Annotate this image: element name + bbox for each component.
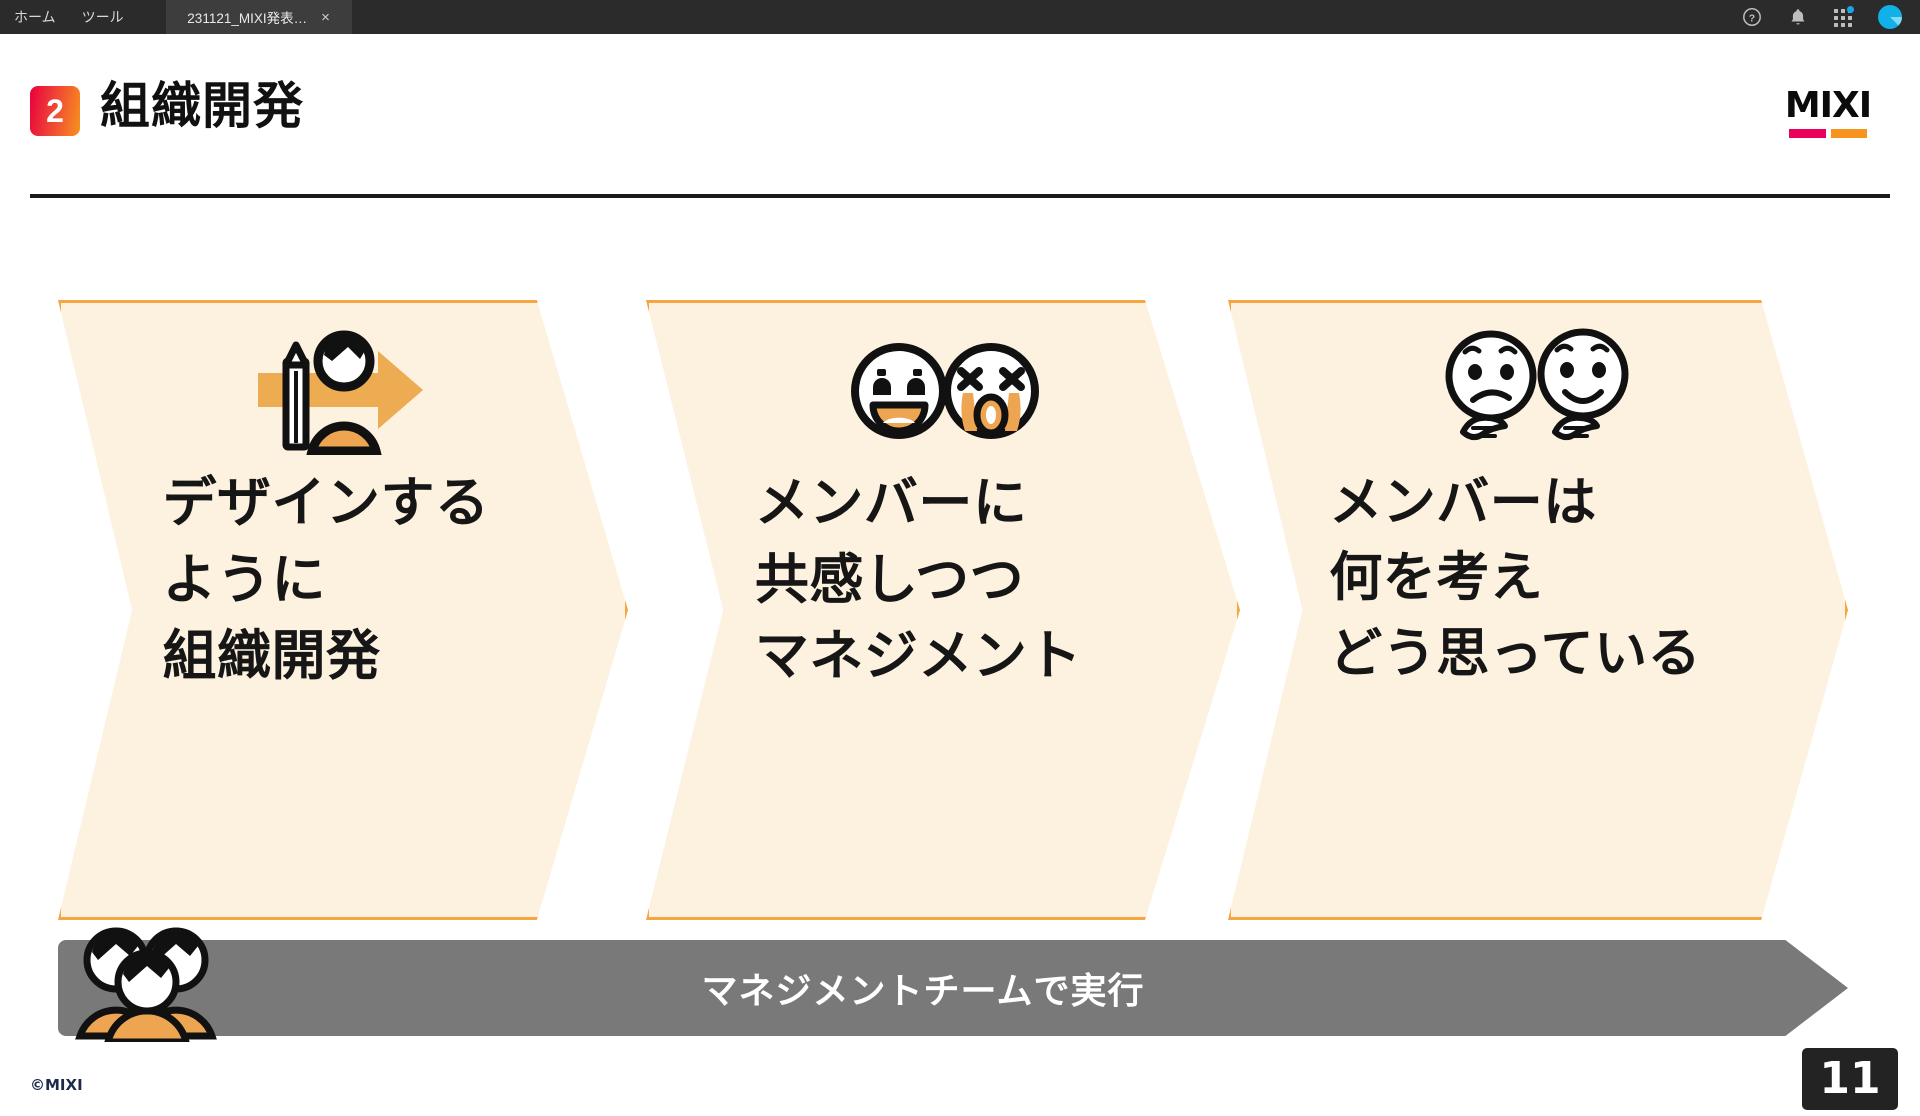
process-step-1: デザインする ように 組織開発 (58, 300, 628, 920)
slide-canvas: 2 組織開発 MIXI (0, 34, 1920, 1116)
footer-action-bar-text: マネジメントチームで実行 (701, 970, 1145, 1011)
help-circle-icon[interactable]: ? (1742, 7, 1762, 27)
step-3-line-3: どう思っている (1329, 623, 1702, 683)
close-icon[interactable]: × (321, 8, 330, 26)
step-1-line-1: デザインする (162, 473, 490, 533)
slide-header: 2 組織開発 MIXI (30, 70, 1890, 174)
section-number-badge: 2 (30, 86, 80, 136)
bell-icon[interactable] (1788, 7, 1808, 28)
copyright-text: ©MIXI (30, 1076, 83, 1094)
mixi-bar-orange (1830, 129, 1867, 138)
mixi-wordmark: MIXI (1784, 85, 1872, 126)
app-titlebar: ホーム ツール 231121_MIXI発表… × ? (0, 0, 1920, 34)
document-tab-label: 231121_MIXI発表… (187, 11, 308, 26)
process-step-2-text: メンバーに 共感しつつ マネジメント (649, 465, 1237, 695)
process-step-2: メンバーに 共感しつつ マネジメント (646, 300, 1240, 920)
person-pencil-arrow-icon (238, 315, 448, 465)
step-2-line-1: メンバーに (754, 473, 1028, 533)
page-title: 組織開発 (100, 78, 304, 134)
step-2-line-3: マネジメント (754, 626, 1082, 687)
document-tab[interactable]: 231121_MIXI発表… × (165, 0, 352, 34)
menu-home[interactable]: ホーム (14, 9, 56, 25)
apps-notification-badge (1847, 6, 1854, 13)
process-step-3: メンバーは 何を考え どう思っている (1228, 300, 1848, 920)
mixi-logo-bars (1782, 129, 1874, 138)
two-thinking-faces-icon (1433, 315, 1643, 465)
three-people-icon (62, 924, 232, 1046)
step-2-line-2: 共感しつつ (754, 549, 1025, 610)
process-chevron-row: デザインする ように 組織開発 (0, 262, 1920, 922)
page-number-badge: 11 (1802, 1048, 1898, 1110)
mixi-bar-pink (1789, 129, 1826, 138)
apps-grid-icon[interactable] (1834, 6, 1854, 27)
titlebar-menu: ホーム ツール (0, 0, 124, 34)
titlebar-actions: ? (1742, 0, 1920, 34)
svg-text:?: ? (1749, 12, 1755, 24)
menu-tools[interactable]: ツール (81, 9, 124, 25)
step-3-line-2: 何を考え (1329, 548, 1544, 608)
step-3-line-1: メンバーは (1329, 473, 1597, 532)
header-divider (30, 194, 1890, 198)
step-1-line-3: 組織開発 (162, 626, 381, 687)
step-1-line-2: ように (162, 549, 327, 610)
user-avatar[interactable] (1878, 5, 1902, 29)
mixi-logo: MIXI (1782, 88, 1874, 138)
process-step-3-text: メンバーは 何を考え どう思っている (1231, 465, 1845, 691)
process-step-1-text: デザインする ように 組織開発 (61, 465, 625, 695)
footer-action-bar: マネジメントチームで実行 (58, 940, 1848, 1036)
happy-and-crying-face-icon (843, 315, 1043, 465)
